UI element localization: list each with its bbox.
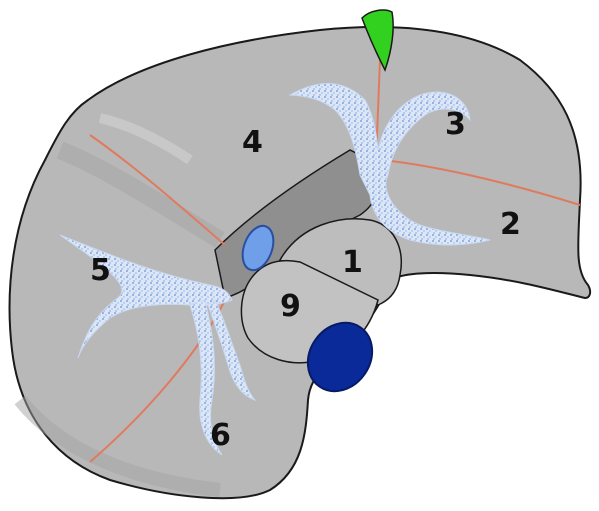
segment-1-lobe — [278, 218, 402, 306]
segment-label-9: 9 — [280, 289, 301, 324]
segment-label-4: 4 — [242, 125, 263, 160]
segment-label-3: 3 — [445, 107, 466, 142]
falciform-ligament — [361, 9, 394, 72]
boundary-line-2-3 — [381, 159, 581, 206]
segment-label-1: 1 — [342, 245, 363, 280]
hepatic-vein-right — [59, 234, 233, 359]
liver-fold-highlight — [98, 113, 193, 165]
liver-fold-shading — [56, 141, 225, 248]
segment-label-6: 6 — [210, 418, 231, 453]
boundary-line-4-5 — [89, 134, 226, 246]
inferior-vena-cava — [306, 321, 374, 393]
hepatic-vein-middle — [189, 299, 223, 456]
segment-label-2: 2 — [500, 207, 521, 242]
hepatic-vein-branch — [207, 299, 257, 402]
liver-bottom-shading — [14, 395, 221, 497]
portal-vein — [241, 224, 275, 272]
segment-label-5: 5 — [90, 253, 111, 288]
hepatic-vein-left — [288, 83, 491, 246]
